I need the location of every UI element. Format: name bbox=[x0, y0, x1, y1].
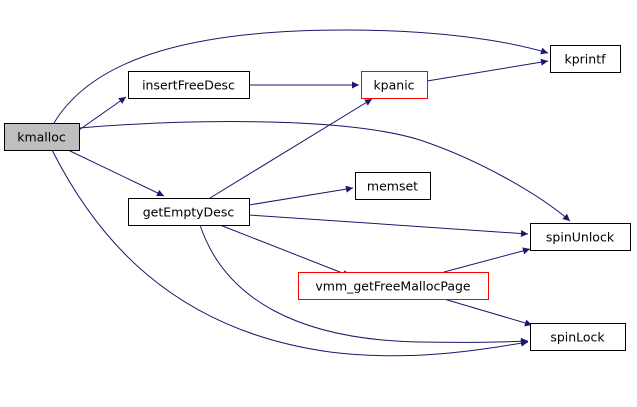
edge-line bbox=[219, 224, 351, 277]
node-label: kmalloc bbox=[17, 130, 66, 145]
edge-kmalloc-to-kprintf bbox=[53, 29, 549, 124]
node-label: getEmptyDesc bbox=[143, 205, 235, 220]
node-kprintf[interactable]: kprintf bbox=[550, 45, 621, 73]
node-getEmptyDesc[interactable]: getEmptyDesc bbox=[128, 198, 250, 226]
node-box bbox=[361, 71, 428, 99]
edge-line bbox=[248, 185, 354, 206]
edge-getEmptyDesc-to-vmm_getFreeMallocPage bbox=[219, 224, 351, 277]
node-label: spinLock bbox=[550, 330, 605, 345]
edge-line bbox=[443, 298, 533, 327]
node-box bbox=[530, 323, 626, 351]
edge-vmm_getFreeMallocPage-to-spinUnlock bbox=[443, 247, 531, 273]
edge-kmalloc-to-spinUnlock bbox=[78, 121, 571, 222]
edge-line bbox=[209, 98, 373, 199]
edge-vmm_getFreeMallocPage-to-spinLock bbox=[443, 298, 533, 327]
node-label: vmm_getFreeMallocPage bbox=[315, 279, 471, 294]
node-kpanic[interactable]: kpanic bbox=[361, 71, 428, 99]
edge-line bbox=[199, 224, 529, 345]
edge-getEmptyDesc-to-spinUnlock bbox=[248, 214, 529, 238]
edge-kmalloc-to-insertFreeDesc bbox=[78, 96, 127, 131]
node-kmalloc[interactable]: kmalloc bbox=[4, 123, 80, 151]
node-vmm_getFreeMallocPage[interactable]: vmm_getFreeMallocPage bbox=[298, 272, 489, 300]
node-box bbox=[530, 223, 631, 251]
node-box bbox=[4, 123, 80, 151]
edge-kmalloc-to-getEmptyDesc bbox=[67, 149, 165, 197]
node-box bbox=[298, 272, 489, 300]
node-memset[interactable]: memset bbox=[355, 172, 431, 200]
edge-line bbox=[78, 96, 127, 131]
edge-line bbox=[443, 247, 531, 273]
node-box bbox=[355, 172, 431, 200]
node-label: memset bbox=[367, 179, 418, 194]
edge-line bbox=[53, 29, 549, 124]
node-label: kpanic bbox=[373, 78, 414, 93]
edge-getEmptyDesc-to-kpanic bbox=[209, 98, 373, 199]
node-box bbox=[128, 71, 250, 99]
edge-line bbox=[248, 214, 529, 238]
edge-line bbox=[67, 149, 165, 197]
node-label: kprintf bbox=[564, 52, 606, 67]
nodes-layer: kmalloc insertFreeDesc getEmptyDesc kpanic m… bbox=[4, 45, 631, 351]
edge-line bbox=[78, 121, 571, 222]
node-label: spinUnlock bbox=[546, 230, 615, 245]
edge-line bbox=[51, 149, 529, 357]
node-box bbox=[128, 198, 250, 226]
node-box bbox=[550, 45, 621, 73]
edge-kpanic-to-kprintf bbox=[426, 58, 549, 82]
edge-getEmptyDesc-to-memset bbox=[248, 185, 354, 206]
node-spinLock[interactable]: spinLock bbox=[530, 323, 626, 351]
node-spinUnlock[interactable]: spinUnlock bbox=[530, 223, 631, 251]
node-label: insertFreeDesc bbox=[142, 78, 235, 93]
edge-kmalloc-to-spinLock bbox=[51, 149, 529, 357]
edge-line bbox=[426, 58, 549, 82]
node-insertFreeDesc[interactable]: insertFreeDesc bbox=[128, 71, 250, 99]
edges-layer bbox=[51, 29, 571, 357]
edge-getEmptyDesc-to-spinLock bbox=[199, 224, 529, 345]
